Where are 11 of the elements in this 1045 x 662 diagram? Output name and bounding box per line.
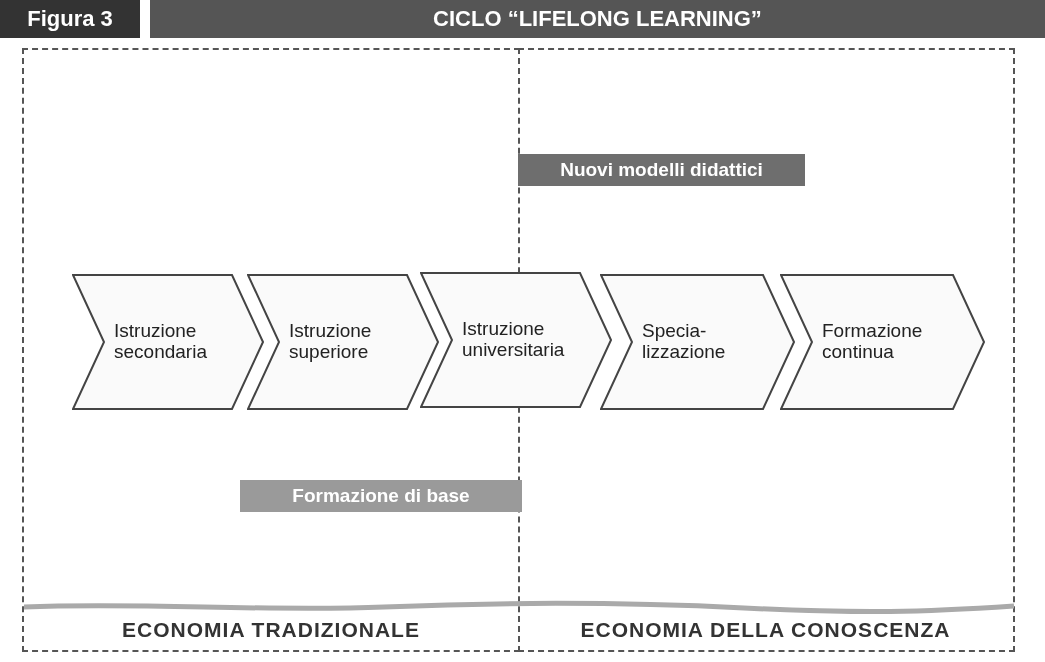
region-label: ECONOMIA TRADIZIONALE [121, 618, 421, 642]
shaded-band: Formazione di base [240, 480, 522, 512]
region-label: ECONOMIA DELLA CONOSCENZA [579, 618, 952, 642]
chevron-step: Specia- lizzazione [600, 274, 795, 410]
figure-title: CICLO “LIFELONG LEARNING” [150, 0, 1045, 38]
figure-number: Figura 3 [0, 0, 140, 38]
chevron-step: Formazione continua [780, 274, 985, 410]
chevron-step: Istruzione secondaria [72, 274, 264, 410]
shaded-band: Nuovi modelli didattici [518, 154, 805, 186]
chevron-step: Istruzione superiore [247, 274, 439, 410]
chevron-step: Istruzione universitaria [420, 272, 612, 408]
